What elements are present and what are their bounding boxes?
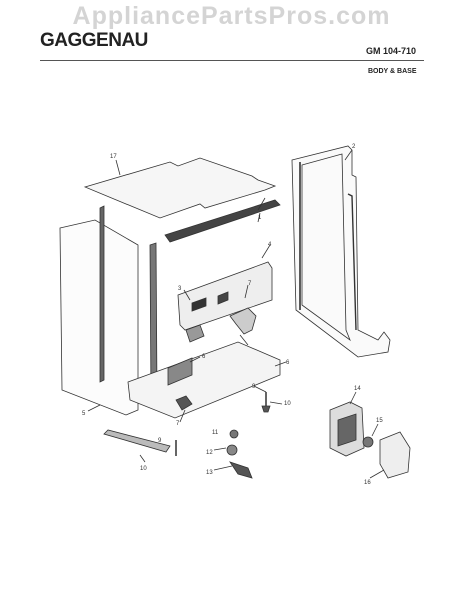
callout-1: 1 xyxy=(258,215,262,221)
part-16-cover xyxy=(379,431,411,479)
part-2-side-frame xyxy=(291,145,391,358)
brand-logo: GAGGENAU xyxy=(40,30,148,51)
part-1-rear-strip xyxy=(164,199,281,243)
callout-15: 15 xyxy=(376,418,383,424)
part-10-foot-bar xyxy=(103,429,171,453)
base-plate xyxy=(127,341,281,419)
callout-7a: 7 xyxy=(248,281,252,287)
callout-12: 12 xyxy=(206,450,213,456)
callout-11: 11 xyxy=(212,430,219,436)
part-5-side-panel xyxy=(59,219,139,416)
callout-6b: 6 xyxy=(286,360,290,366)
callout-14: 14 xyxy=(354,386,361,392)
callout-17: 17 xyxy=(110,154,117,160)
callout-7b: 7 xyxy=(176,421,180,427)
callout-13: 13 xyxy=(206,470,213,476)
callout-5: 5 xyxy=(82,411,86,417)
callout-2: 2 xyxy=(352,144,356,150)
part-3-fitting xyxy=(185,324,205,343)
callout-9b: 9 xyxy=(158,438,162,444)
callout-6a: 6 xyxy=(202,354,206,360)
callout-3: 3 xyxy=(178,286,182,292)
callout-10b: 10 xyxy=(140,466,147,472)
callout-16: 16 xyxy=(364,480,371,486)
callout-9a: 9 xyxy=(252,384,256,390)
section-title: BODY & BASE xyxy=(368,68,417,75)
model-number: GM 104-710 xyxy=(366,46,417,56)
callout-4: 4 xyxy=(268,242,272,248)
callout-10a: 10 xyxy=(284,401,291,407)
part-17-top-panel xyxy=(83,157,277,219)
header-divider xyxy=(40,60,424,61)
watermark: AppliancePartsPros.com xyxy=(72,2,391,30)
